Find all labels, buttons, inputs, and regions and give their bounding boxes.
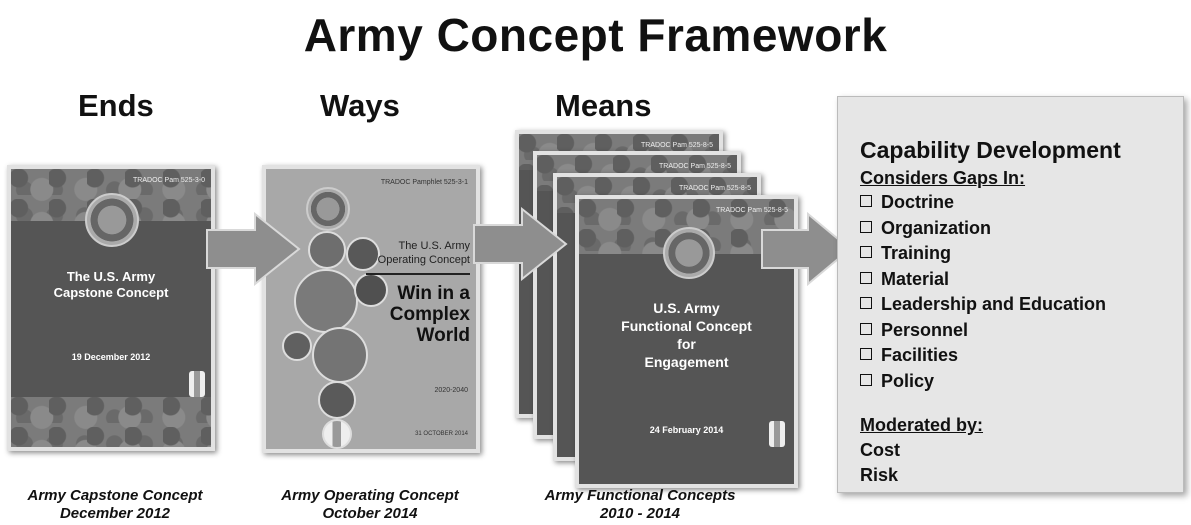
operating-years: 2020-2040: [434, 387, 468, 394]
photo-collage: [278, 231, 388, 449]
ends-heading: Ends: [78, 88, 154, 123]
gap-label: Organization: [881, 217, 992, 238]
functional-caption-line-1: Army Functional Concepts: [544, 487, 736, 504]
functional-pamphlet-number: TRADOC Pam 525-8-5: [659, 163, 731, 170]
capstone-caption-line-2: December 2012: [59, 505, 171, 522]
moderator-risk: Risk: [860, 465, 899, 485]
functional-cover-title: U.S. Army Functional Concept for Engagem…: [579, 299, 794, 371]
gap-label: Personnel: [881, 319, 969, 340]
moderated-heading: Moderated by:: [860, 415, 984, 435]
functional-pamphlet-number: TRADOC Pam 525-8-5: [679, 185, 751, 192]
operating-caption: Army Operating Concept October 2014: [265, 487, 475, 523]
checkbox-icon: [860, 195, 872, 208]
operating-headline-line-3: World: [416, 325, 470, 346]
gap-label: Facilities: [881, 345, 959, 365]
functional-pamphlet-number: TRADOC Pam 525-8-5: [641, 142, 713, 149]
checkbox-icon: [860, 297, 872, 310]
gap-label: Doctrine: [881, 192, 955, 212]
functional-cover-title-line-2: Functional Concept: [621, 318, 752, 334]
capstone-caption-line-1: Army Capstone Concept: [27, 487, 203, 504]
moderator-cost: Cost: [860, 440, 900, 460]
list-item: Personnel: [860, 318, 1106, 344]
checkbox-icon: [860, 271, 872, 284]
operating-caption-line-1: Army Operating Concept: [281, 487, 459, 504]
checkbox-icon: [860, 220, 872, 233]
checkbox-icon: [860, 246, 872, 259]
capstone-pamphlet-number: TRADOC Pam 525-3-0: [133, 177, 205, 184]
arrow-right-icon: [206, 212, 301, 286]
functional-cover-title-line-1: U.S. Army: [653, 300, 720, 316]
arrow-right-icon: [473, 207, 568, 281]
functional-caption-line-2: 2010 - 2014: [599, 505, 681, 522]
operating-caption-line-2: October 2014: [322, 505, 418, 522]
list-item: Leadership and Education: [860, 292, 1106, 318]
operating-cover-date: 31 OCTOBER 2014: [415, 431, 468, 437]
list-item: Policy: [860, 369, 1106, 395]
photo-circle: [346, 237, 380, 271]
photo-circle: [294, 269, 358, 333]
flag-icon: [769, 421, 785, 447]
gap-label: Policy: [881, 370, 935, 391]
gaps-heading: Considers Gaps In:: [860, 168, 1026, 188]
list-item: Organization: [860, 216, 1106, 242]
operating-headline-line-2: Complex: [389, 304, 470, 325]
functional-cover-title-line-4: Engagement: [644, 354, 729, 370]
operating-cover-title-line-2: Operating Concept: [377, 254, 470, 266]
gaps-list: Doctrine Organization Training Material …: [860, 190, 1106, 394]
functional-caption: Army Functional Concepts 2010 - 2014: [530, 487, 750, 523]
functional-cover-date: 24 February 2014: [649, 425, 724, 435]
camo-band-bottom: [11, 397, 211, 447]
gap-label: Training: [881, 243, 952, 263]
capstone-cover-date: 19 December 2012: [71, 352, 151, 362]
capability-development-box: Capability Development Considers Gaps In…: [837, 96, 1184, 493]
army-seal-icon: [85, 193, 139, 247]
operating-headline-line-1: Win in a: [397, 283, 470, 304]
operating-cover-title-line-1: The U.S. Army: [398, 240, 470, 252]
capstone-cover-title-line-1: The U.S. Army: [66, 269, 156, 284]
operating-headline: Win in a Complex World: [366, 283, 470, 346]
army-seal-icon: [663, 227, 715, 279]
operating-concept-cover: TRADOC Pamphlet 525-3-1 The U.S. Army Op…: [262, 165, 480, 453]
capstone-cover-title-line-2: Capstone Concept: [53, 285, 169, 300]
capstone-caption: Army Capstone Concept December 2012: [10, 487, 220, 523]
photo-circle: [308, 231, 346, 269]
functional-cover-title-line-3: for: [677, 336, 696, 352]
flag-icon: [189, 371, 205, 397]
operating-cover-title: The U.S. Army Operating Concept: [366, 239, 470, 267]
checkbox-icon: [860, 373, 872, 386]
functional-pamphlet-number: TRADOC Pam 525-8-5: [716, 207, 788, 214]
list-item: Facilities: [860, 343, 1106, 369]
flag-icon: [322, 419, 352, 449]
photo-circle: [318, 381, 356, 419]
list-item: Material: [860, 267, 1106, 293]
photo-circle: [312, 327, 368, 383]
photo-circle: [282, 331, 312, 361]
means-heading: Means: [555, 88, 652, 123]
capstone-concept-cover: TRADOC Pam 525-3-0 The U.S. Army Capston…: [7, 165, 215, 451]
checkbox-icon: [860, 348, 872, 361]
operating-pamphlet-number: TRADOC Pamphlet 525-3-1: [380, 179, 468, 186]
cover-divider: [366, 273, 470, 275]
list-item: Doctrine: [860, 190, 1106, 216]
capstone-cover-title: The U.S. Army Capstone Concept: [11, 269, 211, 301]
gap-label: Leadership and Education: [881, 294, 1107, 314]
gap-label: Material: [881, 268, 950, 289]
arrow-right-icon: [761, 212, 852, 286]
ways-heading: Ways: [320, 88, 400, 123]
capability-title: Capability Development: [860, 137, 1121, 163]
army-seal-icon: [306, 187, 350, 231]
list-item: Training: [860, 241, 1106, 267]
page-title: Army Concept Framework: [303, 9, 888, 61]
functional-concept-cover: TRADOC Pam 525-8-5 U.S. Army Functional …: [575, 195, 798, 488]
photo-circle: [354, 273, 388, 307]
checkbox-icon: [860, 322, 872, 335]
